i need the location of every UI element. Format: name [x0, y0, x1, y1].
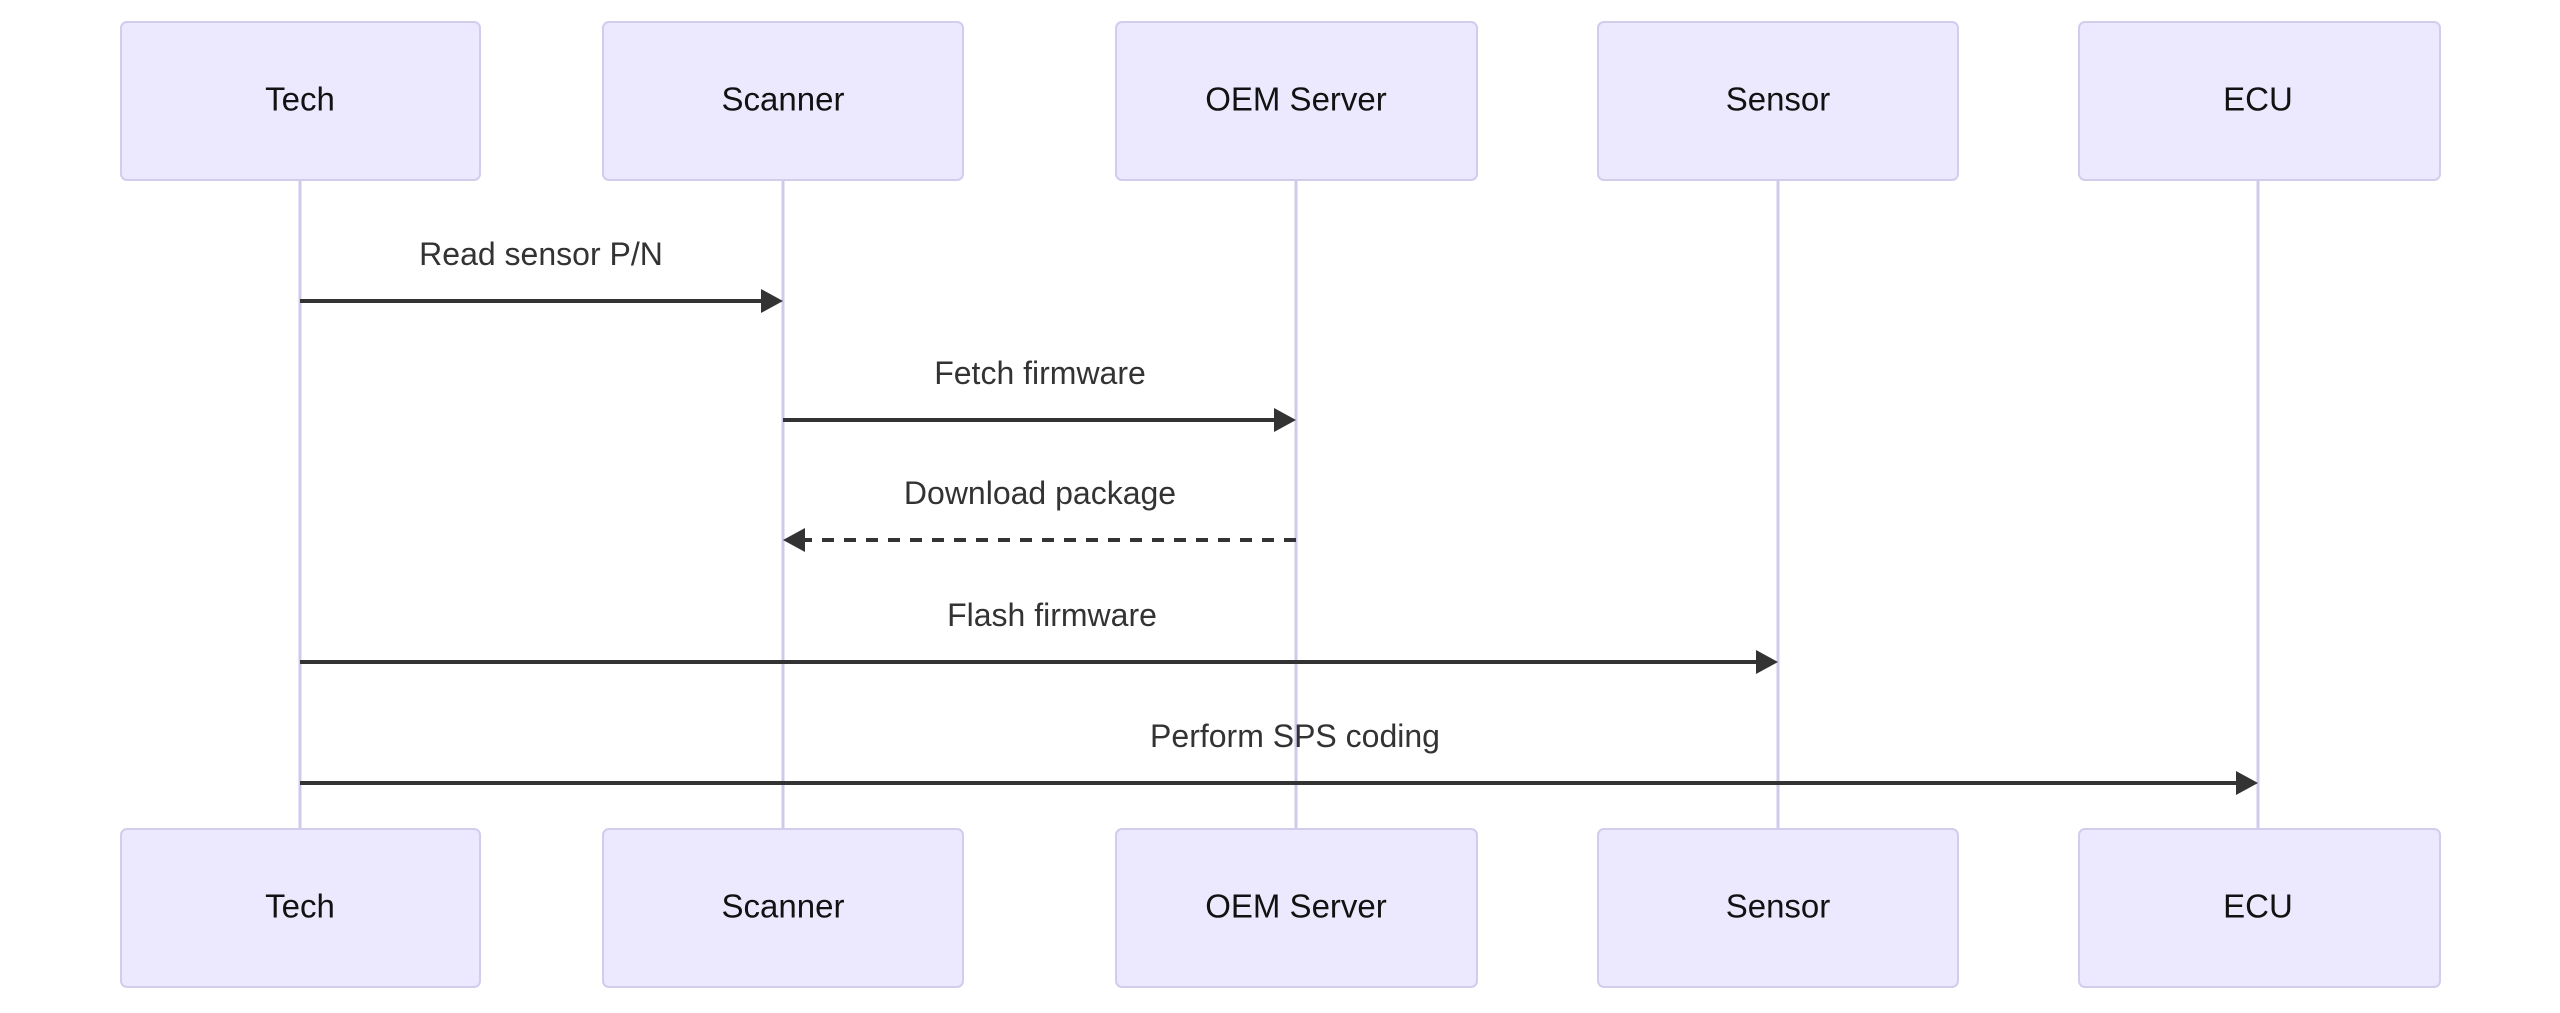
participant-box: [1115, 828, 1478, 988]
participant-label-ecu: ECU: [2223, 81, 2293, 118]
participant-box: [2078, 21, 2441, 181]
message-label-1: Read sensor P/N: [419, 236, 663, 272]
message-label-2: Fetch firmware: [934, 355, 1146, 391]
participant-oem-bottom[interactable]: OEM Server: [1115, 828, 1478, 988]
participant-scanner-bottom[interactable]: Scanner: [602, 828, 964, 988]
participant-label-tech: Tech: [265, 888, 335, 925]
participant-headers-bottom: Tech Scanner OEM Server Sensor ECU: [120, 828, 2441, 988]
participant-ecu-bottom[interactable]: ECU: [2078, 828, 2441, 988]
participant-oem-top[interactable]: OEM Server: [1115, 21, 1478, 181]
message-arrowhead-5: [2236, 771, 2258, 795]
participant-label-tech: Tech: [265, 81, 335, 118]
participant-label-oem: OEM Server: [1205, 888, 1387, 925]
message-2[interactable]: Fetch firmware: [783, 355, 1296, 432]
participant-sensor-bottom[interactable]: Sensor: [1597, 828, 1959, 988]
participant-label-sensor: Sensor: [1726, 888, 1831, 925]
participant-label-ecu: ECU: [2223, 888, 2293, 925]
participant-box: [602, 21, 964, 181]
participant-box: [2078, 828, 2441, 988]
participant-box: [120, 21, 481, 181]
participant-box: [1115, 21, 1478, 181]
message-3[interactable]: Download package: [783, 475, 1296, 552]
participant-headers-top: Tech Scanner OEM Server Sensor ECU: [120, 21, 2441, 181]
message-4[interactable]: Flash firmware: [300, 597, 1778, 674]
participant-tech-bottom[interactable]: Tech: [120, 828, 481, 988]
participant-box: [602, 828, 964, 988]
participant-box: [1597, 21, 1959, 181]
participant-scanner-top[interactable]: Scanner: [602, 21, 964, 181]
participant-sensor-top[interactable]: Sensor: [1597, 21, 1959, 181]
participant-ecu-top[interactable]: ECU: [2078, 21, 2441, 181]
lifelines-group: [298, 180, 2260, 829]
participant-label-scanner: Scanner: [722, 888, 845, 925]
message-5[interactable]: Perform SPS coding: [300, 718, 2258, 795]
participant-box: [1597, 828, 1959, 988]
participant-label-sensor: Sensor: [1726, 81, 1831, 118]
message-arrowhead-4: [1756, 650, 1778, 674]
message-arrowhead-3: [783, 528, 805, 552]
message-arrowhead-2: [1274, 408, 1296, 432]
message-label-3: Download package: [904, 475, 1176, 511]
message-1[interactable]: Read sensor P/N: [300, 236, 783, 313]
participant-label-scanner: Scanner: [722, 81, 845, 118]
message-label-5: Perform SPS coding: [1150, 718, 1440, 754]
participant-box: [120, 828, 481, 988]
message-arrowhead-1: [761, 289, 783, 313]
message-label-4: Flash firmware: [947, 597, 1157, 633]
participant-label-oem: OEM Server: [1205, 81, 1387, 118]
participant-tech-top[interactable]: Tech: [120, 21, 481, 181]
